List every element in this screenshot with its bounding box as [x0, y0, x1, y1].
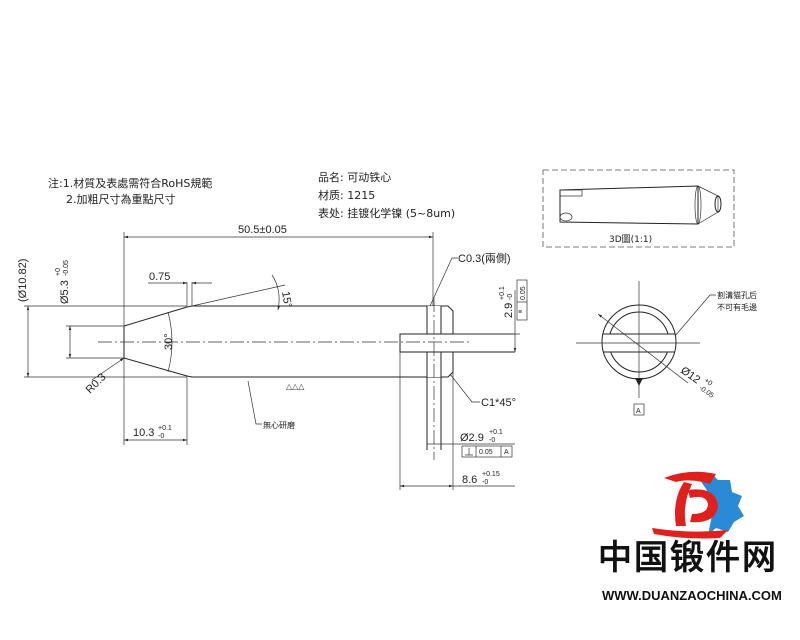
svg-text:-0: -0 — [489, 437, 495, 444]
svg-text:+0.15: +0.15 — [482, 471, 500, 478]
dim-cone-length: 10.3 +0.1 -0 — [133, 425, 172, 440]
dim-outer-diameter: (Ø10.82) — [17, 259, 29, 302]
svg-text:-0: -0 — [158, 433, 164, 440]
svg-text:+0.1: +0.1 — [489, 429, 503, 436]
symmetry-icon: ≡ — [518, 309, 522, 316]
svg-text:-0: -0 — [507, 294, 514, 300]
note-line-1: 注:1.材質及表處需符合RoHS規範 — [48, 176, 212, 190]
perp-tolerance: 0.05 — [479, 449, 493, 456]
end-view: A 割溝猫孔后 不可有毛邊 Ø12 +0 -0.05 — [576, 281, 757, 416]
svg-text:-0.05: -0.05 — [698, 385, 715, 400]
svg-text:+0.1: +0.1 — [158, 425, 172, 432]
dim-tip-diameter: Ø5.3 +0 -0.05 — [55, 260, 71, 304]
logo-mark — [652, 471, 744, 539]
side-note-2: 不可有毛邊 — [717, 302, 757, 312]
dim-hole-position: 8.6 +0.15 -0 — [462, 471, 500, 486]
dim-step: 0.75 — [149, 271, 170, 283]
svg-text:+0: +0 — [55, 268, 62, 276]
dim-slot-width: 2.9 +0.1 -0 — [499, 286, 515, 318]
logo-url: WWW.DUANZAOCHINA.COM — [602, 588, 782, 603]
datum-a-label: A — [636, 408, 641, 415]
dim-end-diameter: Ø12 +0 -0.05 — [678, 365, 715, 400]
3d-view-caption: 3D圖(1:1) — [609, 234, 652, 245]
dim-radius: R0.3 — [84, 371, 109, 396]
svg-text:10.3: 10.3 — [133, 427, 154, 439]
dim-angle-15: 15° — [279, 290, 294, 308]
svg-text:+0.1: +0.1 — [499, 286, 506, 300]
grind-symbol: △△△ — [286, 382, 305, 391]
3d-view: 3D圖(1:1) — [542, 169, 735, 248]
svg-text:Ø12: Ø12 — [678, 365, 702, 387]
spec-surface: 表处: 挂镀化学镍 (5~8um) — [318, 206, 455, 220]
note-line-2: 2.加粗尺寸為重點尺寸 — [66, 192, 176, 206]
svg-text:-0: -0 — [482, 479, 488, 486]
svg-text:2.9: 2.9 — [503, 303, 515, 318]
svg-text:Ø2.9: Ø2.9 — [460, 432, 484, 444]
perp-datum: A — [504, 449, 509, 456]
dim-angle-30: 30° — [163, 333, 175, 350]
perpendicular-icon — [465, 448, 473, 456]
grind-note: 無心研磨 — [263, 420, 295, 430]
svg-text:-0.05: -0.05 — [63, 260, 70, 276]
svg-text:8.6: 8.6 — [462, 474, 477, 486]
logo-name: 中国锻件网 — [598, 538, 778, 578]
sym-tolerance: 0.05 — [520, 286, 527, 300]
side-note-1: 割溝猫孔后 — [717, 290, 757, 300]
spec-name: 品名: 可动铁心 — [318, 170, 391, 184]
spec-material: 材质: 1215 — [318, 188, 375, 202]
dim-chamfer-c03: C0.3(兩側) — [458, 252, 511, 265]
dim-chamfer-c1: C1*45° — [481, 397, 516, 409]
svg-text:+0: +0 — [703, 377, 714, 387]
dim-length: 50.5±0.05 — [238, 224, 287, 236]
svg-text:Ø5.3: Ø5.3 — [59, 280, 71, 304]
dim-hole-diameter: Ø2.9 +0.1 -0 — [460, 429, 503, 444]
